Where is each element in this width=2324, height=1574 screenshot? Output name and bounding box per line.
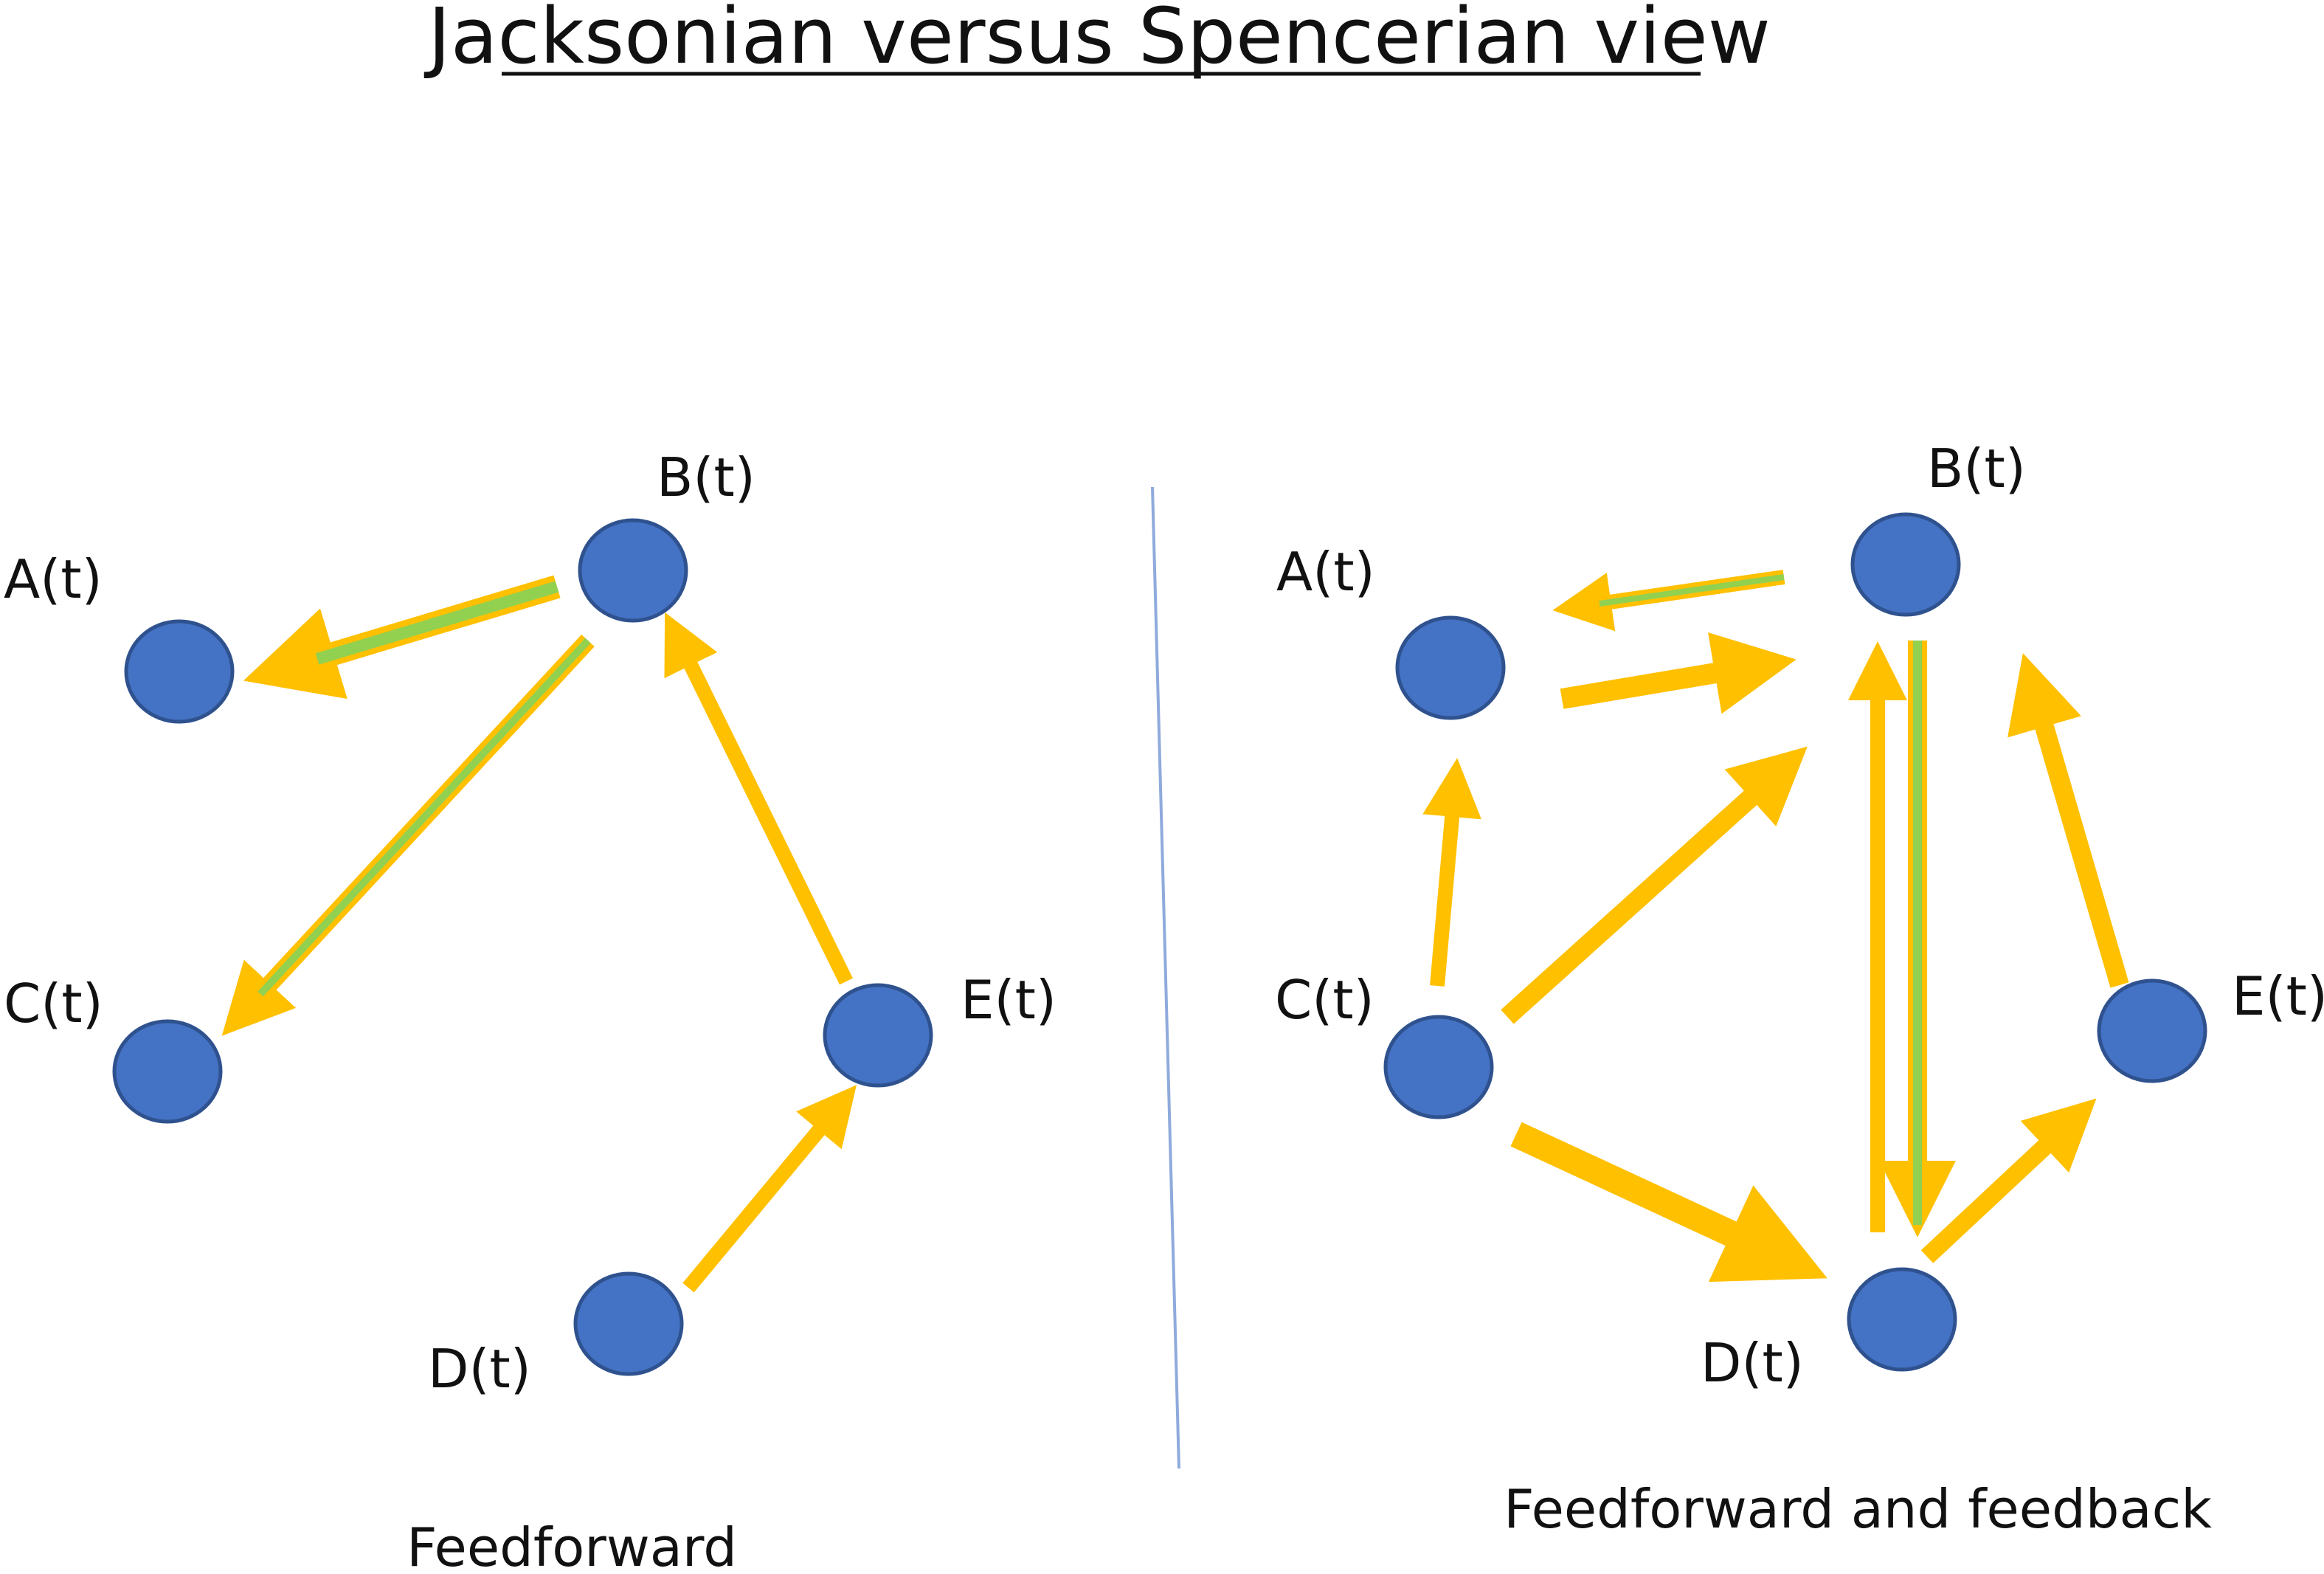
- node-a: [124, 619, 235, 724]
- left-panel: A(t) B(t) C(t) D(t) E(t) Feedforward: [4, 446, 1056, 1574]
- node-a-label: A(t): [4, 548, 103, 610]
- edge-c-to-d-right: [1510, 1122, 1827, 1283]
- node-d-label-right: D(t): [1701, 1332, 1804, 1394]
- node-c: [112, 1019, 223, 1124]
- node-b-label-right: B(t): [1927, 438, 2026, 500]
- node-d: [573, 1271, 684, 1376]
- node-a-label-right: A(t): [1276, 541, 1375, 603]
- diagram-title: Jacksonian versus Spencerian view: [423, 0, 1771, 81]
- panel-divider: [1151, 486, 1180, 1469]
- node-b-label: B(t): [657, 446, 755, 508]
- node-c-label: C(t): [4, 973, 103, 1035]
- node-b-right: [1850, 512, 1961, 617]
- right-panel: A(t) B(t) C(t) D(t) E(t) Feedforward and…: [1275, 438, 2324, 1540]
- edge-b-to-c: [221, 634, 595, 1036]
- node-e-label: E(t): [961, 969, 1056, 1031]
- node-e-right: [2097, 978, 2207, 1083]
- edge-b-to-a: [243, 575, 561, 700]
- node-e: [823, 983, 933, 1088]
- edge-c-to-b-right: [1501, 746, 1808, 1024]
- right-panel-caption: Feedforward and feedback: [1504, 1478, 2212, 1540]
- edge-d-to-e: [682, 1085, 857, 1293]
- node-c-label-right: C(t): [1275, 969, 1374, 1031]
- edge-d-to-e-right: [1920, 1098, 2097, 1263]
- node-c-right: [1383, 1015, 1494, 1119]
- node-a-right: [1395, 615, 1506, 720]
- node-e-label-right: E(t): [2232, 965, 2324, 1027]
- node-d-label: D(t): [428, 1338, 531, 1400]
- edge-b-to-a-right: [1552, 570, 1785, 632]
- edge-a-to-b-right: [1560, 632, 1796, 714]
- node-d-right: [1847, 1267, 1957, 1372]
- edge-c-to-a-right: [1422, 758, 1481, 987]
- node-b: [578, 518, 688, 623]
- edge-e-to-b-right: [2007, 653, 2129, 988]
- left-panel-caption: Feedforward: [407, 1516, 737, 1574]
- edge-e-to-b: [664, 612, 853, 985]
